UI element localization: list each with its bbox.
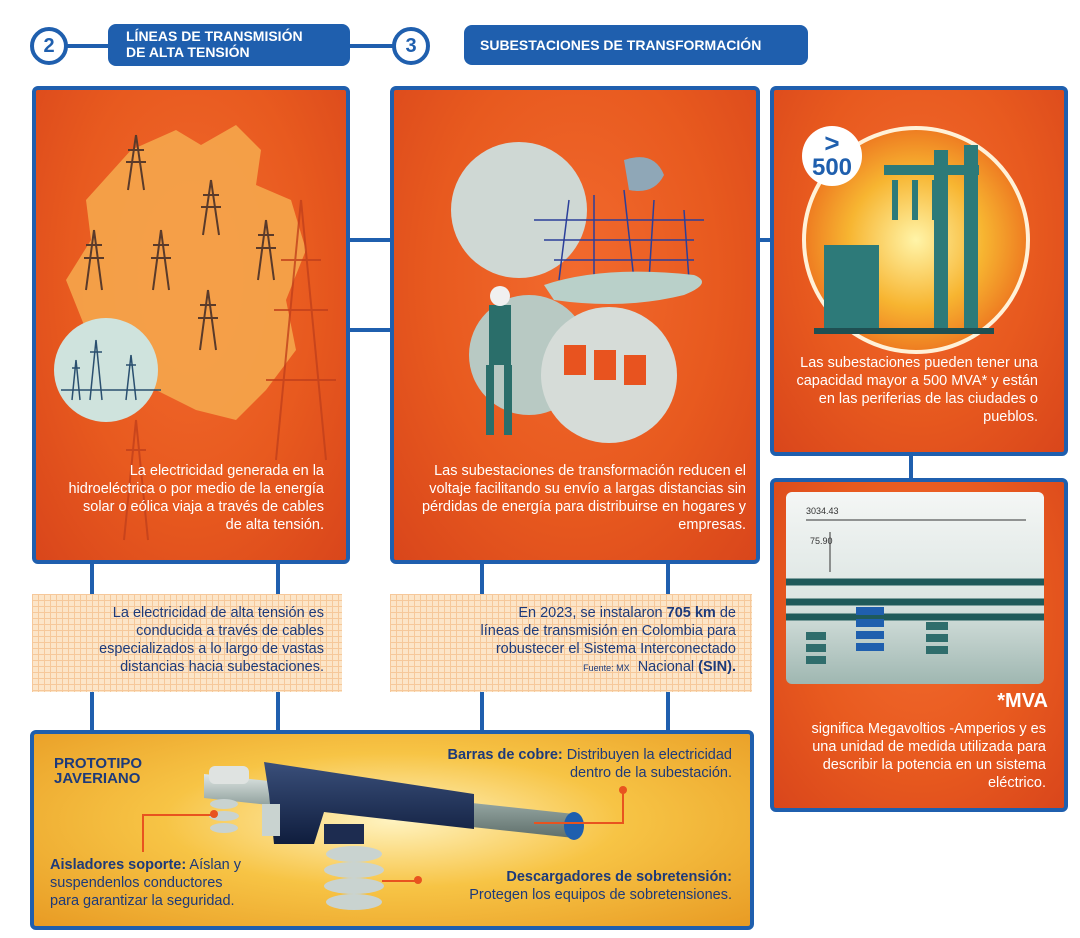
connector-1-2b — [348, 328, 392, 332]
arrester-title: Descargadores de sobretensión: — [506, 869, 732, 885]
stats-sin: (SIN). — [698, 659, 736, 675]
insulator-leader-dot — [210, 810, 218, 818]
stats-line1-pre: En 2023, se instalaron — [518, 605, 667, 621]
insulators-label: Aisladores soporte: Aíslan y suspendenlo… — [50, 856, 241, 910]
copper-bars-text1: Distribuyen la electricidad — [562, 747, 732, 763]
connector-2-3 — [752, 238, 772, 242]
capacity-badge-value: 500 — [811, 154, 853, 181]
stats-source: Fuente: MX — [583, 663, 630, 673]
stats-km-value: 705 km — [666, 605, 716, 621]
prototype-busbar-illustration — [204, 762, 584, 910]
transmission-lines-text: La electricidad generada en la hidroeléc… — [68, 463, 324, 533]
prototype-title-line1: PROTOTIPO — [54, 755, 143, 772]
stats-note: En 2023, se instalaron 705 km de líneas … — [390, 594, 752, 692]
arrester-leader-h — [382, 880, 418, 882]
transformer-illustration — [802, 126, 1030, 354]
copper-bars-title: Barras de cobre: — [447, 747, 563, 763]
stats-line4: Fuente: MX Nacional (SIN). — [400, 658, 736, 677]
substation-collage-illustration — [451, 142, 704, 443]
capacity-panel: > 500 Las subestaciones pueden tener una… — [770, 86, 1068, 456]
step-2-title-line1: LÍNEAS DE TRANSMISIÓN — [126, 28, 303, 44]
insulator-leader-h — [142, 814, 212, 816]
prototype-title: PROTOTIPO JAVERIANO — [54, 756, 142, 786]
step-2-number: 2 — [30, 27, 68, 65]
mva-panel: 3034.43 75.90 *MVA significa Megavoltios… — [770, 478, 1068, 812]
prototype-title-line2: JAVERIANO — [54, 770, 141, 787]
colombia-map-illustration — [54, 125, 336, 541]
step-2-title: LÍNEAS DE TRANSMISIÓN DE ALTA TENSIÓN — [110, 26, 348, 64]
capacity-text: Las subestaciones pueden tener una capac… — [796, 355, 1038, 425]
arrester-leader-dot — [414, 876, 422, 884]
insulators-text2: suspendenlos conductores — [50, 875, 223, 891]
mva-photo: 3034.43 75.90 — [786, 492, 1044, 684]
copper-bars-text2: dentro de la subestación. — [569, 765, 732, 781]
connector-1-2a — [348, 238, 392, 242]
mva-text: significa Megavoltios -Amperios y es una… — [811, 721, 1046, 791]
substations-text: Las subestaciones de transformación redu… — [421, 463, 746, 533]
stats-line3: robustecer el Sistema Interconectado — [495, 641, 736, 657]
insulator-photo-illustration — [786, 519, 1044, 664]
capacity-badge-symbol: > — [824, 128, 840, 158]
cables-note-text: La electricidad de alta tensión es condu… — [99, 605, 324, 675]
arrester-label: Descargadores de sobretensión: Protegen … — [469, 868, 732, 904]
connector-3-4 — [909, 446, 913, 480]
mva-measure-side: 75.90 — [810, 536, 833, 546]
insulators-text1: Aíslan y — [186, 857, 241, 873]
step-3-title: SUBESTACIONES DE TRANSFORMACIÓN — [466, 27, 806, 63]
copper-bars-label: Barras de cobre: Distribuyen la electric… — [448, 746, 733, 782]
insulators-title: Aisladores soporte: — [50, 857, 187, 873]
stats-note-text: En 2023, se instalaron 705 km de líneas … — [400, 604, 737, 677]
mva-title: *MVA — [997, 690, 1048, 712]
arrester-text: Protegen los equipos de sobretensiones. — [469, 887, 732, 903]
stats-line2: líneas de transmisión en Colombia para — [480, 623, 737, 639]
step-2-title-line2: DE ALTA TENSIÓN — [126, 44, 250, 60]
substations-panel: Las subestaciones de transformación redu… — [390, 86, 760, 564]
insulators-text3: para garantizar la seguridad. — [50, 893, 235, 909]
capacity-badge: > 500 — [802, 126, 862, 186]
mva-measure-top: 3034.43 — [806, 506, 839, 516]
transmission-lines-panel: La electricidad generada en la hidroeléc… — [32, 86, 350, 564]
copper-leader-v — [622, 790, 624, 824]
stats-line4-pre: Nacional — [637, 659, 699, 675]
step-3-number: 3 — [392, 27, 430, 65]
stats-line1: En 2023, se instalaron 705 km de — [400, 604, 736, 622]
copper-leader-h — [534, 822, 624, 824]
prototype-panel: PROTOTIPO JAVERIANO Barras de cobre: Dis… — [30, 730, 754, 930]
cables-note: La electricidad de alta tensión es condu… — [32, 594, 342, 692]
insulator-leader-v — [142, 814, 144, 852]
stats-line1-post: de — [715, 605, 736, 621]
